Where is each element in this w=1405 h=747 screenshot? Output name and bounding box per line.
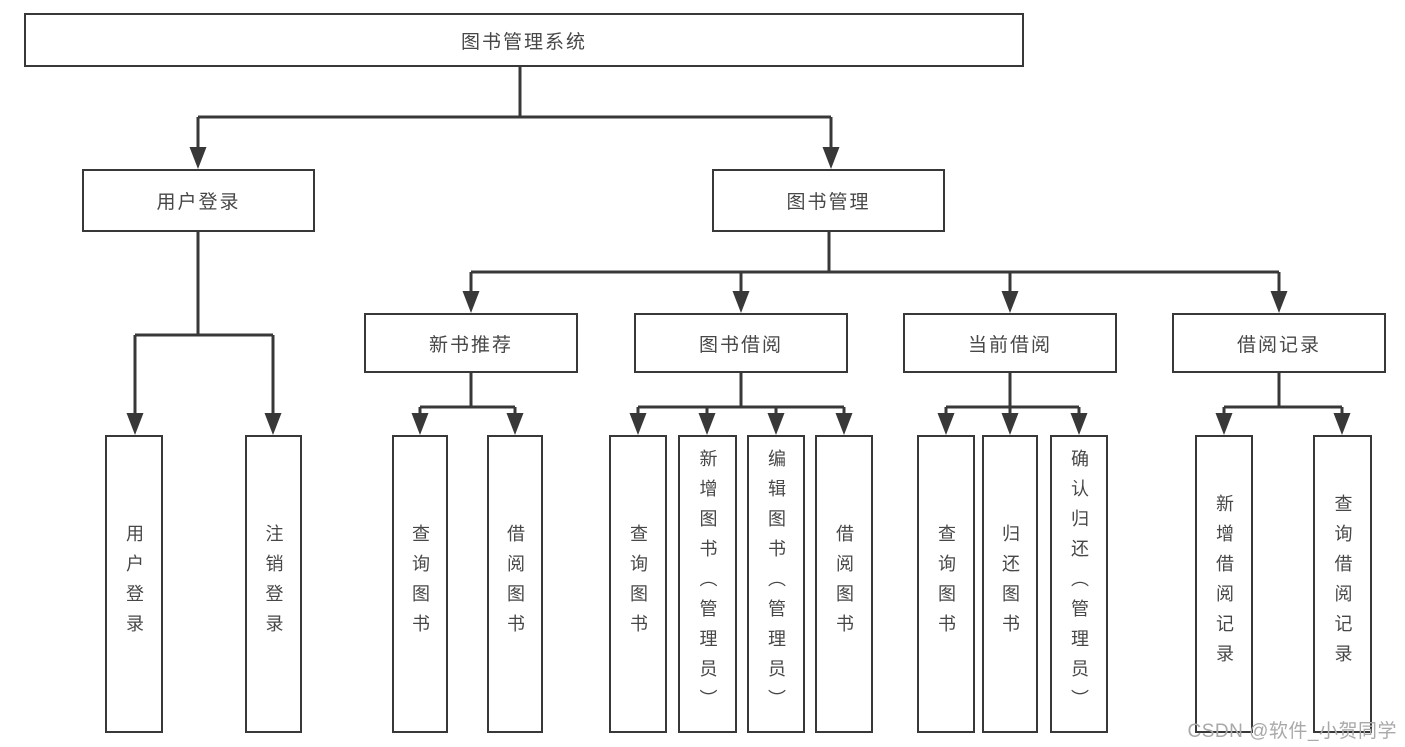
node-library-management-system: 图书管理系统 xyxy=(24,13,1024,67)
node-user-login: 用户登录 xyxy=(82,169,315,232)
arrowhead xyxy=(629,413,647,435)
arrowhead xyxy=(937,413,955,435)
node-label: 新书推荐 xyxy=(428,334,513,356)
arrowhead xyxy=(264,413,282,435)
arrowhead xyxy=(462,291,480,313)
node-leaf-add-books-admin: 新增图书（管理员） xyxy=(678,435,737,733)
node-label: 确认归还（管理员） xyxy=(1069,449,1089,719)
node-label: 查询借阅记录 xyxy=(1332,494,1353,674)
node-label: 归还图书 xyxy=(1000,524,1020,644)
node-leaf-borrow-books-recommend: 借阅图书 xyxy=(487,435,543,733)
node-leaf-borrow-books-borrow: 借阅图书 xyxy=(815,435,873,733)
arrowheads xyxy=(126,147,1351,435)
arrowhead xyxy=(506,413,524,435)
tree-connector-path xyxy=(133,66,1344,418)
arrowhead xyxy=(1001,413,1019,435)
node-label: 借阅图书 xyxy=(834,524,854,644)
node-leaf-edit-books-admin: 编辑图书（管理员） xyxy=(747,435,805,733)
arrowhead xyxy=(732,291,750,313)
arrowhead xyxy=(767,413,785,435)
node-leaf-query-books-recommend: 查询图书 xyxy=(392,435,448,733)
node-leaf-return-books: 归还图书 xyxy=(982,435,1038,733)
node-label: 当前借阅 xyxy=(967,334,1052,356)
node-leaf-user-login: 用户登录 xyxy=(105,435,163,733)
node-label: 编辑图书（管理员） xyxy=(766,449,786,719)
node-label: 注销登录 xyxy=(263,524,284,644)
arrowhead xyxy=(126,413,144,435)
node-leaf-query-books-borrow: 查询图书 xyxy=(609,435,667,733)
arrowhead xyxy=(822,147,840,169)
arrowhead xyxy=(698,413,716,435)
node-label: 用户登录 xyxy=(124,524,144,644)
arrowhead xyxy=(411,413,429,435)
node-leaf-add-borrow-record: 新增借阅记录 xyxy=(1195,435,1253,733)
node-label: 借阅记录 xyxy=(1236,334,1321,356)
node-label: 借阅图书 xyxy=(505,524,525,644)
node-leaf-logout: 注销登录 xyxy=(245,435,302,733)
node-label: 图书管理系统 xyxy=(460,31,587,53)
node-book-borrowing: 图书借阅 xyxy=(634,313,848,373)
node-new-book-recommend: 新书推荐 xyxy=(364,313,578,373)
arrowhead xyxy=(1070,413,1088,435)
node-leaf-query-borrow-record: 查询借阅记录 xyxy=(1313,435,1372,733)
node-label: 新增图书（管理员） xyxy=(697,449,718,719)
node-book-management: 图书管理 xyxy=(712,169,945,232)
arrowhead xyxy=(1001,291,1019,313)
node-current-borrowing: 当前借阅 xyxy=(903,313,1117,373)
node-label: 图书管理 xyxy=(786,192,871,213)
arrowhead xyxy=(1215,413,1233,435)
node-label: 查询图书 xyxy=(936,524,956,644)
node-label: 图书借阅 xyxy=(698,334,783,356)
node-leaf-query-books-current: 查询图书 xyxy=(917,435,975,733)
node-label: 新增借阅记录 xyxy=(1214,494,1234,674)
node-label: 用户登录 xyxy=(156,192,241,213)
node-leaf-confirm-return-admin: 确认归还（管理员） xyxy=(1050,435,1108,733)
arrowhead xyxy=(1270,291,1288,313)
arrowhead xyxy=(1333,413,1351,435)
arrowhead xyxy=(835,413,853,435)
arrowhead xyxy=(189,147,207,169)
watermark: CSDN @软件_小贺同学 xyxy=(1187,721,1397,742)
node-borrowing-records: 借阅记录 xyxy=(1172,313,1386,373)
node-label: 查询图书 xyxy=(410,524,430,644)
node-label: 查询图书 xyxy=(628,524,648,644)
